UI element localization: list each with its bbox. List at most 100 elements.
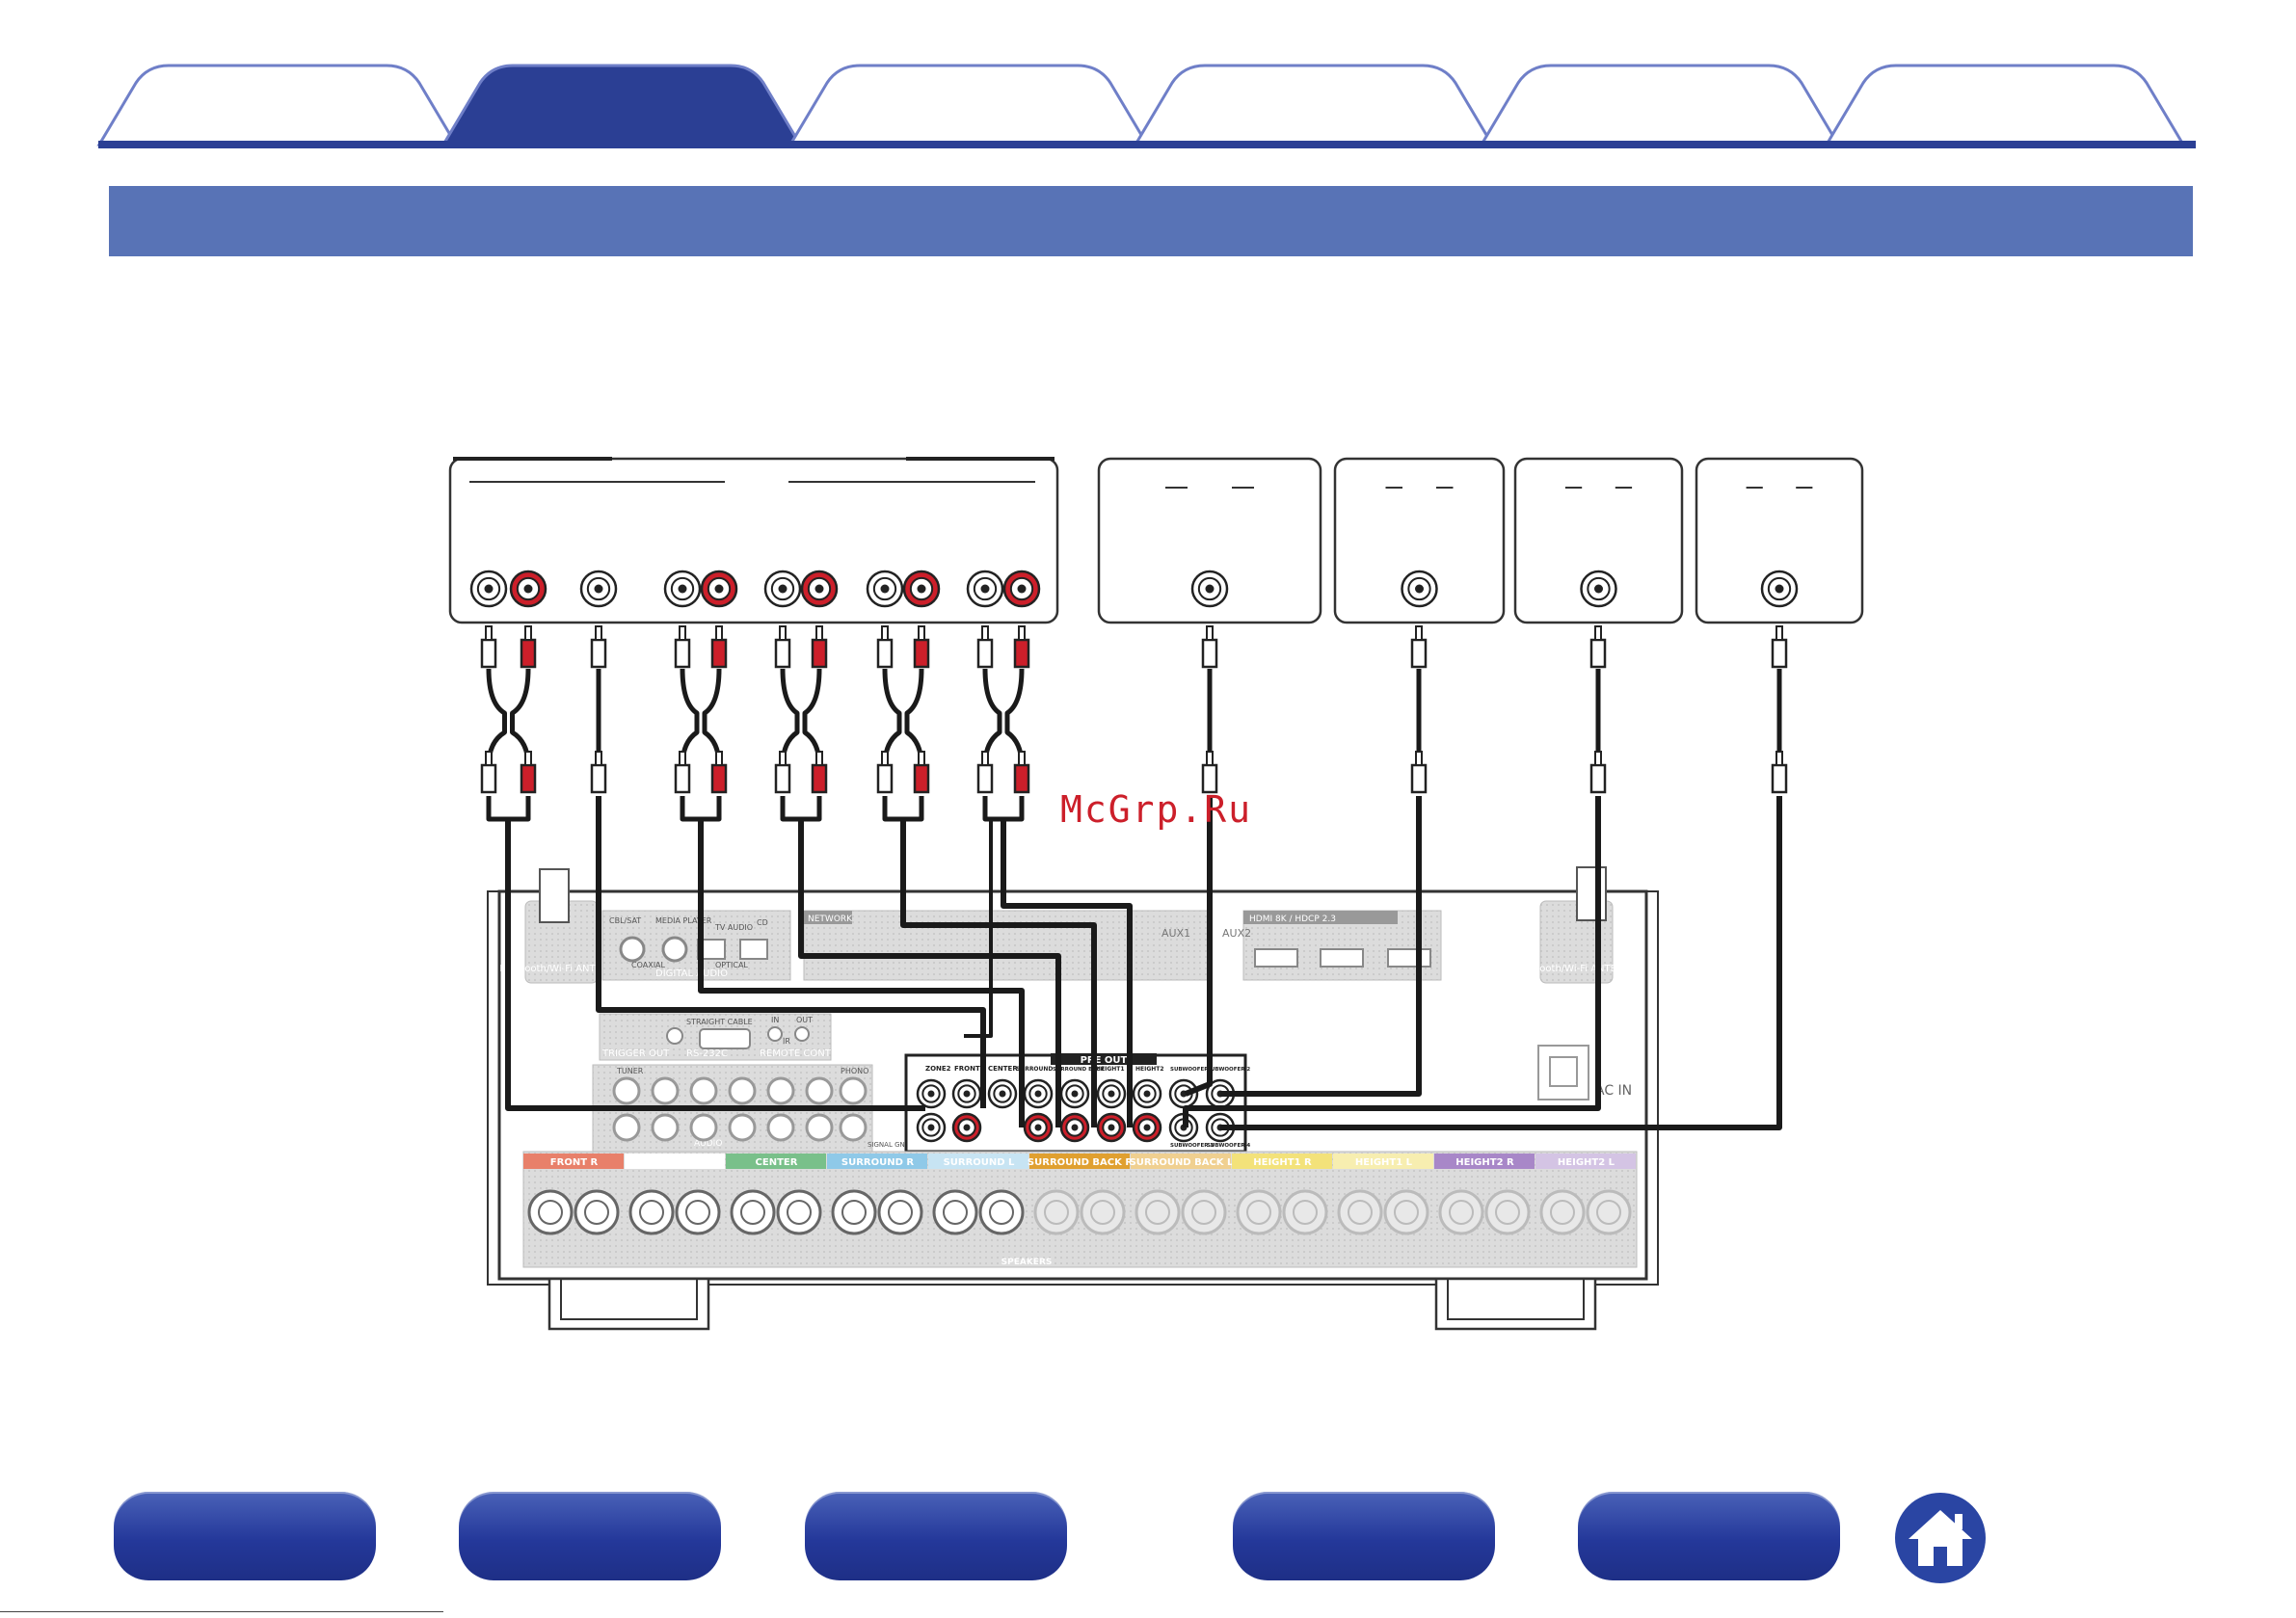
speaker-group-11: HEIGHT2 L	[1535, 1154, 1636, 1235]
cable-plug-bot-1-r	[710, 751, 728, 794]
speaker-terminal-10-1	[1484, 1189, 1531, 1235]
subwoofer-2-jack	[1401, 570, 1438, 608]
cable-route-surround-back	[798, 819, 1061, 1127]
nav-button-4[interactable]	[1233, 1492, 1495, 1580]
speaker-group-10: HEIGHT2 R	[1434, 1154, 1535, 1235]
nav-button-2[interactable]	[459, 1492, 721, 1580]
coaxial-label: COAXIAL	[631, 961, 666, 969]
amp-jack-0-1	[509, 570, 547, 608]
speaker-group-1: FRONT R	[523, 1154, 624, 1235]
audio-in-jack-bottom-1	[651, 1113, 680, 1142]
speaker-group-8: HEIGHT1 R	[1232, 1154, 1332, 1235]
cable-join-2	[780, 796, 822, 822]
home-icon	[1909, 1510, 1972, 1566]
cable-plug-center-top	[590, 625, 607, 669]
subwoofer-4	[1695, 457, 1864, 624]
antenna-left-label: Bluetooth/Wi-Fi ANTENNA	[499, 964, 623, 974]
audio-in-jack-bottom-4	[766, 1113, 795, 1142]
cable-plug-top-2-l	[774, 625, 791, 669]
cable-join-0	[486, 796, 531, 822]
speaker-terminal-3-1	[776, 1189, 822, 1235]
speaker-group-10-label: HEIGHT2 R	[1455, 1157, 1514, 1168]
cable-plug-bot-1-l	[674, 751, 691, 794]
sub-cable-plug-bot-1	[1201, 751, 1218, 794]
cable-plug-bot-4-l	[976, 751, 994, 794]
speaker-group-5: SURROUND L	[928, 1154, 1028, 1235]
subwoofer-4-jack	[1760, 570, 1799, 608]
home-button[interactable]	[1895, 1493, 1986, 1583]
audio-label: AUDIO	[694, 1139, 722, 1149]
sub-route-4	[1220, 796, 1782, 1130]
antenna-right-label: Bluetooth/Wi-Fi ANTENNA	[1514, 964, 1638, 974]
cable-plug-bot-3-r	[913, 751, 930, 794]
speaker-terminal-2-0	[628, 1189, 675, 1235]
speaker-group-6: SURROUND BACK R	[1028, 1154, 1133, 1235]
speaker-group-7-label: SURROUND BACK L	[1130, 1157, 1234, 1168]
audio-in-jack-top-4	[766, 1076, 795, 1105]
tv-audio-label: TV AUDIO	[714, 923, 753, 932]
nav-button-1[interactable]	[114, 1492, 376, 1580]
cable-join-3	[882, 796, 924, 822]
tab-5[interactable]	[1479, 64, 1841, 146]
audio-in-jack-top-3	[728, 1076, 757, 1105]
pre-out-jack-top-0	[916, 1078, 947, 1109]
tab-bar	[96, 64, 2196, 148]
audio-in-jack-top-2	[689, 1076, 718, 1105]
pre-out-title: PRE OUT	[1081, 1055, 1128, 1066]
audio-in-jack-bottom-3	[728, 1113, 757, 1142]
speaker-group-8-label: HEIGHT1 R	[1253, 1157, 1312, 1168]
pre-out-subwoofer1-label: SUBWOOFER 1	[1170, 1067, 1214, 1073]
cable-plug-top-3-r	[913, 625, 930, 669]
amp-jack-4-1	[902, 570, 941, 608]
cables	[480, 625, 1788, 1130]
sub-cable-plug-bot-3	[1589, 751, 1607, 794]
nav-button-3[interactable]	[805, 1492, 1067, 1580]
tab-3[interactable]	[788, 64, 1150, 146]
pre-out-jack-top-2	[987, 1078, 1018, 1109]
speaker-terminal-11-0	[1539, 1189, 1586, 1235]
cable-plug-center-bot	[590, 751, 607, 794]
audio-in-jack-bottom-0	[612, 1113, 641, 1142]
cable-plug-top-0-r	[520, 625, 537, 669]
footer-rule	[0, 1611, 443, 1612]
cable-join-4	[982, 796, 1025, 822]
cable-plug-bot-0-l	[480, 751, 497, 794]
cable-route-height1	[900, 819, 1097, 1127]
pre-out-jack-top-6	[1132, 1078, 1162, 1109]
speaker-terminal-7-1	[1181, 1189, 1227, 1235]
pre-out-height1-label: HEIGHT1	[1096, 1066, 1125, 1073]
amp-jack-2-1	[700, 570, 738, 608]
speaker-terminal-6-0	[1033, 1189, 1080, 1235]
cable-route-surround	[698, 819, 1025, 1127]
pre-out-jack-bottom-3	[1059, 1112, 1090, 1143]
signal-gnd-label: SIGNAL GND	[868, 1141, 910, 1149]
speaker-group-9-label: HEIGHT1 L	[1355, 1157, 1413, 1168]
pre-out-jack-top-3	[1023, 1078, 1054, 1109]
tab-1[interactable]	[96, 64, 459, 146]
amp-jack-0-0	[469, 570, 508, 608]
speakers-label: SPEAKERS	[1001, 1258, 1053, 1267]
amp-jack-2-0	[663, 570, 702, 608]
speaker-group-5-label: SURROUND L	[944, 1157, 1015, 1168]
tab-6[interactable]	[1824, 64, 2186, 146]
phono-label: PHONO	[841, 1067, 868, 1075]
sub-route-3	[1183, 796, 1601, 1127]
cable-plug-bot-2-r	[811, 751, 828, 794]
hdmi-label: HDMI 8K / HDCP 2.3	[1249, 915, 1336, 924]
tab-4[interactable]	[1133, 64, 1495, 146]
pre-out-jack-bottom-0	[916, 1112, 947, 1143]
cable-plug-bot-3-l	[876, 751, 894, 794]
tab-2[interactable]	[441, 64, 803, 146]
speaker-terminal-11-1	[1586, 1189, 1632, 1235]
amp-jack-5-1	[1002, 570, 1041, 608]
speaker-terminal-2-1	[675, 1189, 721, 1235]
cable-route-height2	[1001, 819, 1133, 1127]
aux1-label: AUX1	[1161, 927, 1190, 940]
audio-in-jack-bottom-2	[689, 1113, 718, 1142]
pre-out-center-label: CENTER	[988, 1065, 1018, 1073]
pre-out-jack-top-7	[1168, 1078, 1199, 1109]
speaker-terminal-6-1	[1080, 1189, 1126, 1235]
cable-join-1	[680, 796, 722, 822]
nav-button-5[interactable]	[1578, 1492, 1840, 1580]
audio-in-jack-bottom-6	[839, 1113, 868, 1142]
